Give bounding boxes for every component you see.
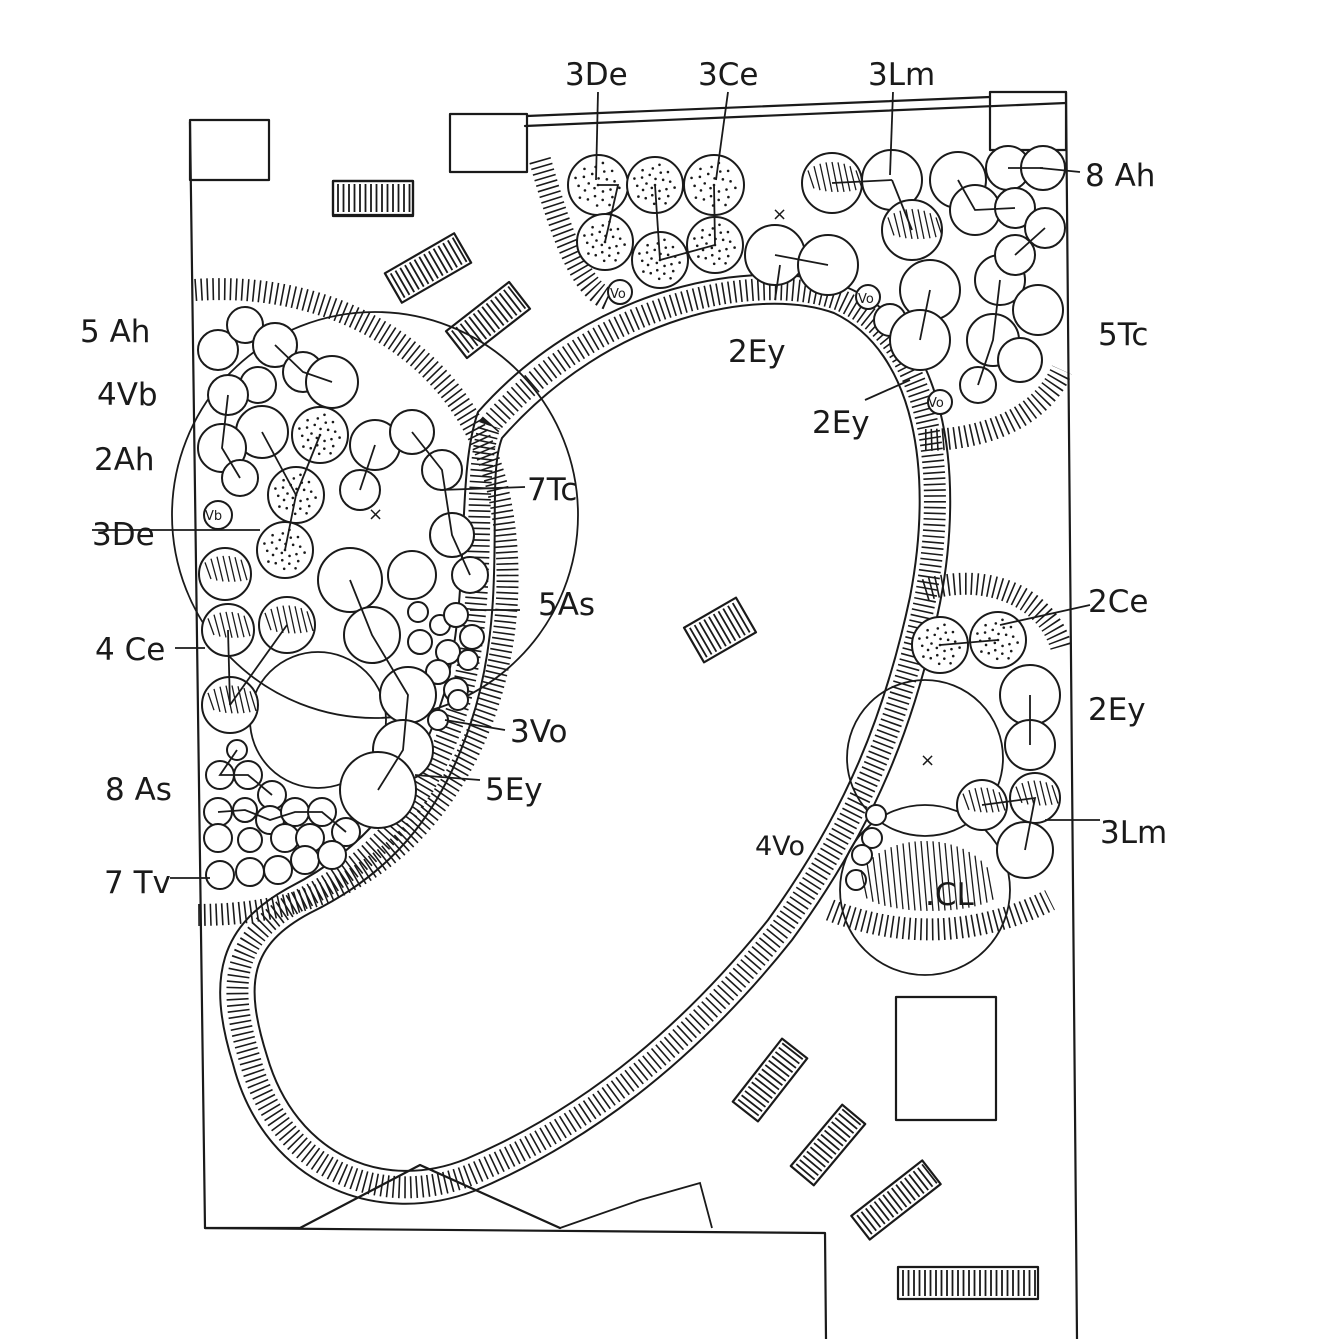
plant-circle bbox=[425, 659, 451, 685]
plant-circle bbox=[407, 601, 429, 623]
label-3lm-top: 3Lm bbox=[868, 57, 935, 93]
label-3de-left: 3De bbox=[92, 517, 155, 553]
label-7tc: 7Tc bbox=[527, 472, 577, 508]
stepping-stones bbox=[331, 179, 1040, 1301]
plant-circle bbox=[317, 840, 347, 870]
label-vo-3: Vo bbox=[928, 396, 944, 411]
label-vb: Vb bbox=[205, 509, 222, 524]
plant-circle bbox=[927, 389, 953, 415]
plant-connector bbox=[227, 629, 231, 706]
plant-connector bbox=[981, 796, 1037, 851]
plant-connector bbox=[957, 179, 1016, 211]
plant-circle bbox=[197, 329, 239, 371]
plant-connector bbox=[221, 394, 241, 479]
plant-connector bbox=[218, 749, 273, 796]
stepping-stone bbox=[896, 1265, 1040, 1301]
plant-circle bbox=[203, 823, 233, 853]
stepping-stone bbox=[850, 1159, 942, 1241]
label-2ey-right: 2Ey bbox=[1088, 692, 1146, 728]
label-4vb: 4Vb bbox=[97, 377, 158, 413]
stepping-stone bbox=[731, 1037, 809, 1123]
label-8ah: 8 Ah bbox=[1085, 158, 1155, 194]
label-5tc: 5Tc bbox=[1098, 317, 1148, 353]
plant-circle bbox=[226, 306, 264, 344]
plant-circle bbox=[851, 844, 873, 866]
plant-connector bbox=[977, 279, 1001, 386]
svg-text:×: × bbox=[772, 204, 787, 225]
plant-connector bbox=[1014, 227, 1046, 256]
plant-circle bbox=[997, 337, 1043, 383]
tree-canopies bbox=[171, 311, 1011, 976]
plant-circle bbox=[237, 827, 263, 853]
plant-circle bbox=[865, 804, 887, 826]
label-4ce: 4 Ce bbox=[95, 632, 165, 668]
plant-circle bbox=[459, 624, 485, 650]
stepping-stone bbox=[682, 596, 758, 664]
plant-circle bbox=[387, 550, 437, 600]
plot-boundary bbox=[188, 90, 1079, 1339]
plant-connector bbox=[939, 639, 999, 646]
label-4vo: 4Vo bbox=[755, 831, 805, 862]
plant-connector bbox=[654, 184, 661, 261]
plant-connector bbox=[217, 809, 347, 833]
plant-connector bbox=[411, 431, 471, 576]
label-3de-top: 3De bbox=[565, 57, 628, 93]
plant-circle bbox=[205, 860, 235, 890]
stepping-stone bbox=[331, 179, 415, 217]
center-marks: × × × bbox=[368, 204, 935, 771]
label-5as: 5As bbox=[538, 587, 595, 623]
plant-connector bbox=[774, 254, 829, 266]
svg-text:×: × bbox=[920, 750, 935, 771]
plant-circle bbox=[607, 279, 633, 305]
label-2ah: 2Ah bbox=[94, 442, 155, 478]
label-8as: 8 As bbox=[105, 772, 172, 808]
plant-circle bbox=[1012, 284, 1064, 336]
label-3lm-right: 3Lm bbox=[1100, 815, 1167, 851]
corner-posts bbox=[188, 90, 1068, 1122]
stepping-stone bbox=[789, 1103, 867, 1187]
plant-connector bbox=[274, 344, 333, 383]
plant-labels: 3De 3Ce 3Lm 8 Ah 5Tc 2Ey 2Ey 5 Ah 4Vb 2A… bbox=[80, 57, 1167, 913]
plant-circle bbox=[263, 855, 293, 885]
label-5ey: 5Ey bbox=[485, 772, 543, 808]
stepping-stone bbox=[383, 232, 473, 304]
label-vo-1: Vo bbox=[610, 287, 626, 302]
plant-connector bbox=[359, 444, 376, 491]
plant-circle bbox=[270, 823, 300, 853]
bed-arc-bands bbox=[194, 156, 1073, 941]
label-2ey-a: 2Ey bbox=[728, 334, 786, 370]
label-7tv: 7 Tv bbox=[104, 865, 171, 901]
plant-circle bbox=[235, 857, 265, 887]
label-2ce: 2Ce bbox=[1088, 584, 1148, 620]
label-cl: .CL bbox=[925, 877, 974, 913]
plant-connector bbox=[349, 579, 409, 791]
plant-circle bbox=[443, 602, 469, 628]
plant-circle bbox=[457, 649, 479, 671]
plant-circle bbox=[855, 284, 881, 310]
plant-circle bbox=[203, 500, 233, 530]
plant-connector bbox=[919, 289, 931, 341]
label-5ah: 5 Ah bbox=[80, 314, 150, 350]
plant-circle bbox=[290, 845, 320, 875]
leader-lines bbox=[92, 91, 1100, 879]
plant-circle bbox=[407, 629, 433, 655]
plant-circle bbox=[198, 547, 252, 601]
plant-circle bbox=[861, 827, 883, 849]
plant-clusters bbox=[197, 145, 1066, 912]
label-3ce-top: 3Ce bbox=[698, 57, 758, 93]
label-vo-2: Vo bbox=[858, 292, 874, 307]
label-2ey-b: 2Ey bbox=[812, 405, 870, 441]
svg-text:×: × bbox=[368, 504, 383, 525]
label-3vo: 3Vo bbox=[510, 714, 568, 750]
plant-circle bbox=[447, 689, 469, 711]
plant-circle bbox=[845, 869, 867, 891]
